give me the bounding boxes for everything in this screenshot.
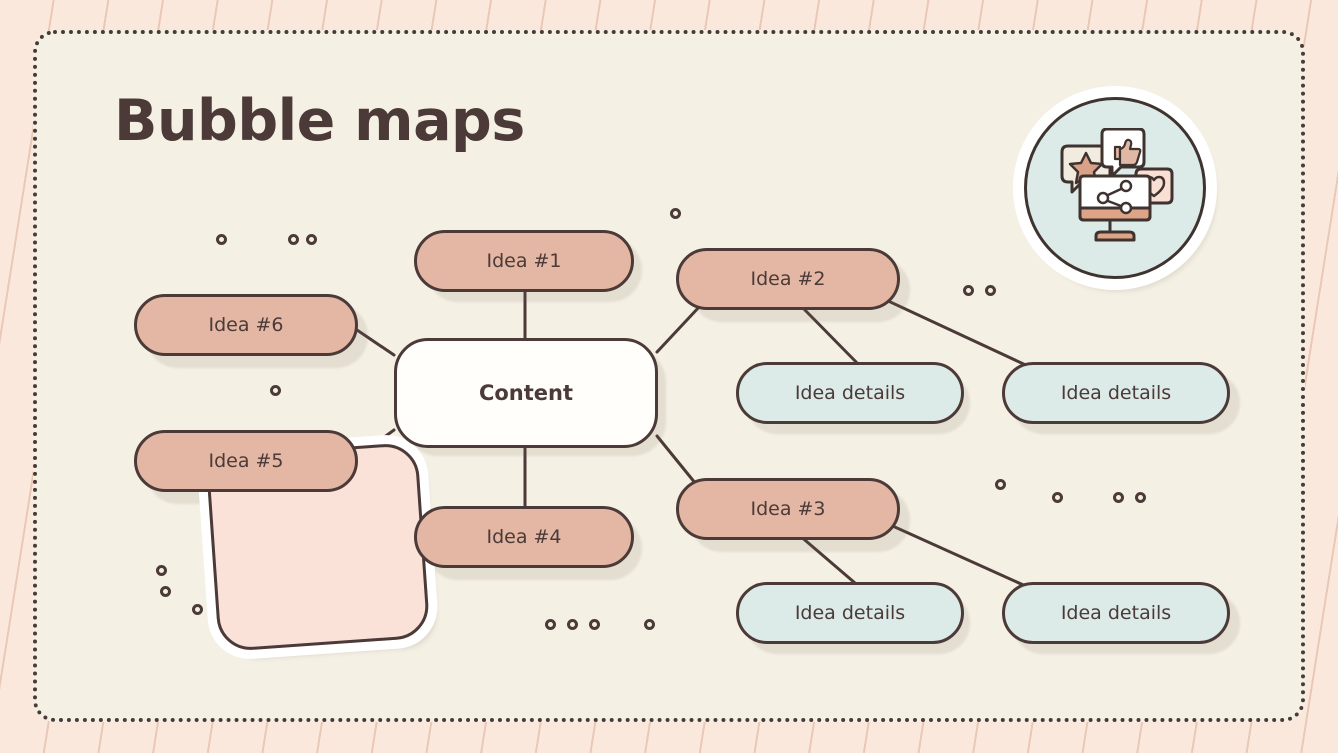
decorative-dot — [589, 619, 600, 630]
decorative-dot — [985, 285, 996, 296]
social-media-badge — [1013, 86, 1225, 298]
decorative-dot — [270, 385, 281, 396]
decorative-dot — [567, 619, 578, 630]
decorative-dot — [670, 208, 681, 219]
decorative-dot — [1113, 492, 1124, 503]
decorative-dot — [644, 619, 655, 630]
node-detail-2[interactable]: Idea details — [1002, 362, 1230, 424]
node-detail-1[interactable]: Idea details — [736, 362, 964, 424]
decorative-dot — [160, 586, 171, 597]
decorative-dot — [192, 604, 203, 615]
node-center-content[interactable]: Content — [394, 338, 658, 448]
node-detail-4[interactable]: Idea details — [1002, 582, 1230, 644]
page-title: Bubble maps — [114, 88, 525, 154]
decorative-dot — [1135, 492, 1146, 503]
share-icon — [1096, 179, 1133, 215]
decorative-dot — [156, 565, 167, 576]
decorative-dot — [288, 234, 299, 245]
node-detail-3[interactable]: Idea details — [736, 582, 964, 644]
decorative-dot — [995, 479, 1006, 490]
node-idea-6[interactable]: Idea #6 — [134, 294, 358, 356]
decorative-dot — [306, 234, 317, 245]
node-idea-5[interactable]: Idea #5 — [134, 430, 358, 492]
thumbs-up-bubble-icon — [1100, 128, 1146, 178]
monitor-icon — [1078, 174, 1152, 242]
decorative-dot — [216, 234, 227, 245]
node-idea-3[interactable]: Idea #3 — [676, 478, 900, 540]
decorative-dot — [963, 285, 974, 296]
decorative-dot — [1052, 492, 1063, 503]
node-idea-1[interactable]: Idea #1 — [414, 230, 634, 292]
social-media-monitor-icon — [1060, 128, 1174, 242]
decorative-dot — [545, 619, 556, 630]
node-idea-4[interactable]: Idea #4 — [414, 506, 634, 568]
node-idea-2[interactable]: Idea #2 — [676, 248, 900, 310]
